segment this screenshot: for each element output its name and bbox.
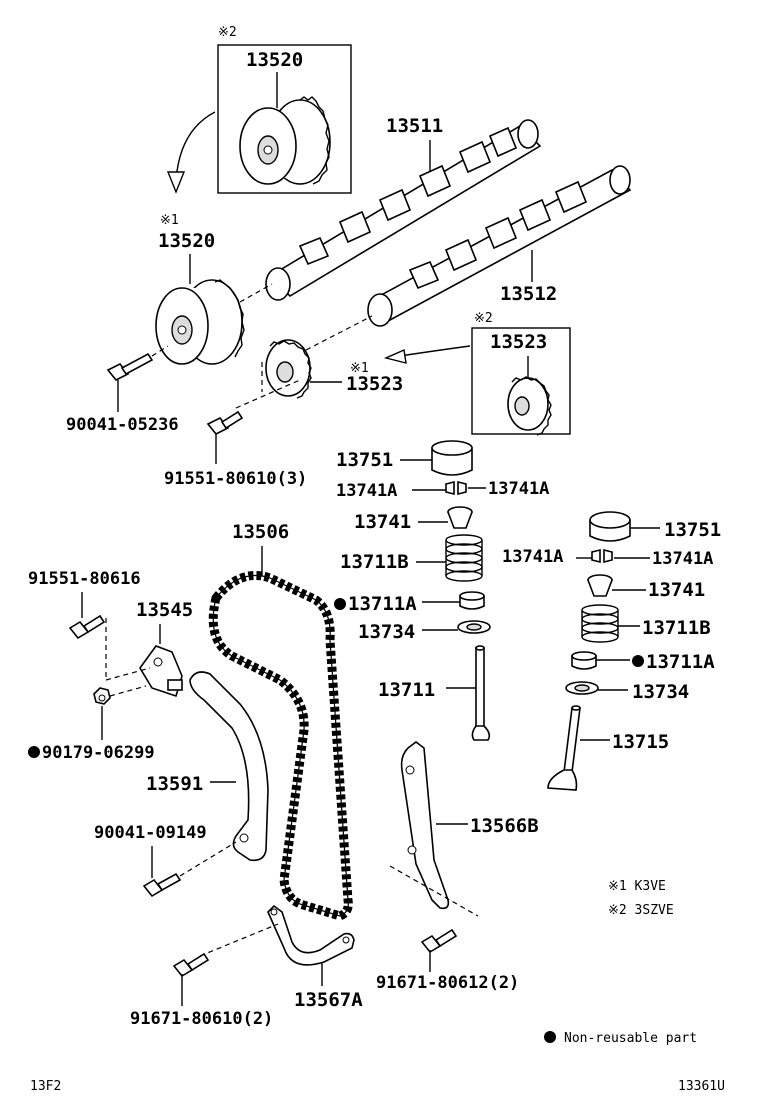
- vvt-gear-13520-k3ve: [155, 279, 245, 365]
- retainer-13741-right: [587, 574, 613, 597]
- sprocket-13523-3szve: [507, 376, 552, 436]
- valve-lifter-13751-right: [589, 511, 631, 542]
- label-13520-mid: 13520: [158, 230, 215, 252]
- valve-13711: [471, 645, 491, 741]
- label-13520-top: 13520: [246, 49, 303, 71]
- label-13511: 13511: [386, 115, 443, 137]
- label-13711: 13711: [378, 679, 435, 701]
- valve-keeper-13741A-right: [591, 548, 613, 564]
- label-13741-right: 13741: [648, 579, 705, 601]
- nonreusable-dot-13711A-left: [334, 598, 346, 610]
- label-13741A-right-2: 13741A: [652, 549, 713, 569]
- valve-lifter-13751-left: [431, 440, 473, 476]
- valve-spring-13711B-left: [445, 534, 483, 582]
- valve-13715: [547, 705, 581, 791]
- label-13741A-left-1: 13741A: [336, 481, 397, 501]
- arrow-head-13520: [166, 171, 186, 194]
- label-13545: 13545: [136, 599, 193, 621]
- timing-chain-13506: [208, 571, 353, 921]
- spring-seat-13734-left: [457, 620, 491, 634]
- detail-box-13520: [217, 44, 352, 194]
- label-13506: 13506: [232, 521, 289, 543]
- label-13751-right: 13751: [664, 519, 721, 541]
- dash-90041-09149: [179, 841, 237, 877]
- label-13711A-right: 13711A: [646, 651, 715, 673]
- label-13711A-left: 13711A: [348, 593, 417, 615]
- label-13711B-right: 13711B: [642, 617, 711, 639]
- valve-keeper-13741A-left: [445, 480, 467, 496]
- spring-seat-13734-right: [565, 681, 599, 695]
- note-mark-k3ve-13523: ※1: [350, 361, 369, 376]
- dash-13566B: [389, 865, 479, 917]
- dash-13523-camshaft: [305, 315, 373, 351]
- footer-page-code: 13F2: [30, 1079, 61, 1094]
- nut-90179-06299: [93, 687, 111, 705]
- vvt-gear-13520-3szve: [239, 96, 331, 185]
- valve-seal-13711A-left: [459, 591, 485, 610]
- camshaft-13511: [265, 119, 542, 301]
- label-13523: 13523: [346, 373, 403, 395]
- nonreusable-dot-13711A-right: [632, 655, 644, 667]
- label-13591: 13591: [146, 773, 203, 795]
- chain-slipper-13591: [189, 671, 269, 862]
- label-13734-left: 13734: [358, 621, 415, 643]
- arrow-head-13523: [383, 348, 407, 364]
- retainer-13741-left: [447, 506, 473, 529]
- note-mark-k3ve-13520: ※1: [160, 213, 179, 228]
- label-90179-06299: 90179-06299: [42, 743, 155, 763]
- label-13741-left: 13741: [354, 511, 411, 533]
- label-91551-80616: 91551-80616: [28, 569, 141, 589]
- bolt-91551-80616: [68, 614, 106, 640]
- label-13566B: 13566B: [470, 815, 539, 837]
- camshaft-13512: [367, 165, 632, 327]
- legend-nonreusable-dot: [544, 1031, 556, 1043]
- chain-guide-13567A: [267, 904, 355, 966]
- label-91671-80610: 91671-80610(2): [130, 1009, 273, 1029]
- dash-13520-camshaft: [239, 283, 273, 303]
- label-13512: 13512: [500, 283, 557, 305]
- bolt-91671-80610: [172, 952, 210, 978]
- valve-spring-13711B-right: [581, 604, 619, 643]
- label-13715: 13715: [612, 731, 669, 753]
- dash-13523-b: [235, 379, 301, 409]
- dash-bolt-05236: [151, 345, 169, 357]
- dash-13545: [105, 667, 151, 681]
- label-13567A: 13567A: [294, 989, 363, 1011]
- label-13734-right: 13734: [632, 681, 689, 703]
- label-13741A-right-1: 13741A: [502, 547, 563, 567]
- chain-tensioner-13545: [139, 645, 183, 698]
- footer-figure-code: 13361U: [678, 1079, 725, 1094]
- label-13523-box: 13523: [490, 331, 547, 353]
- chain-damper-13566B: [400, 741, 450, 910]
- label-13751-left: 13751: [336, 449, 393, 471]
- label-91551-80610: 91551-80610(3): [164, 469, 307, 489]
- label-90041-05236: 90041-05236: [66, 415, 179, 435]
- legend-3szve: ※2 3SZVE: [608, 903, 674, 918]
- arrow-curve-13523: [399, 345, 471, 357]
- note-mark-3szve-13523: ※2: [474, 311, 493, 326]
- sprocket-13523-k3ve: [265, 339, 312, 399]
- bolt-90041-05236: [106, 352, 154, 382]
- nonreusable-dot-90179: [28, 746, 40, 758]
- arrow-curve-13520: [175, 111, 216, 181]
- bolt-91671-80612: [420, 928, 458, 954]
- legend-k3ve: ※1 K3VE: [608, 879, 666, 894]
- label-13711B-left: 13711B: [340, 551, 409, 573]
- legend-nonreusable: Non-reusable part: [564, 1031, 697, 1046]
- bolt-91551-80610: [206, 410, 244, 436]
- detail-box-13523: [471, 327, 571, 435]
- dash-90179: [109, 685, 147, 697]
- note-mark-3szve-top: ※2: [218, 25, 237, 40]
- label-91671-80612: 91671-80612(2): [376, 973, 519, 993]
- label-90041-09149: 90041-09149: [94, 823, 207, 843]
- label-13741A-left-2: 13741A: [488, 479, 549, 499]
- dash-13567A: [199, 923, 279, 957]
- bolt-90041-09149: [142, 872, 182, 898]
- valve-seal-13711A-right: [571, 651, 597, 670]
